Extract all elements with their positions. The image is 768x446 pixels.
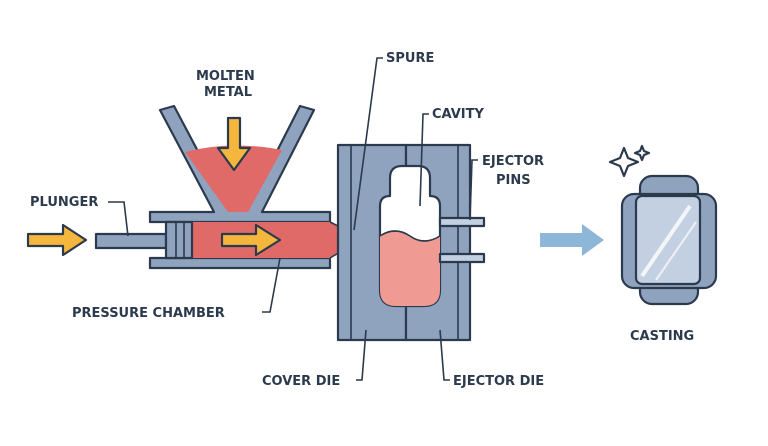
- ejector-die-label: EJECTOR DIE: [453, 374, 544, 389]
- casting-label: CASTING: [630, 329, 694, 344]
- sparkle-icon: [608, 146, 640, 178]
- output-arrow-icon: [540, 224, 604, 256]
- cavity-label: CAVITY: [432, 107, 484, 122]
- ejector-pin-upper: [438, 216, 486, 228]
- ejector-pins-label-line2: PINS: [496, 173, 531, 188]
- molten-metal-down-arrow-icon: [216, 116, 252, 172]
- pressure-chamber-label: PRESSURE CHAMBER: [72, 306, 225, 321]
- input-arrow-icon: [26, 223, 88, 257]
- pressure-chamber-bottom-wall: [148, 256, 332, 270]
- molten-metal-label-line1: MOLTEN: [196, 69, 255, 84]
- ejector-pin-lower: [438, 252, 486, 264]
- molten-metal-pool: [185, 145, 282, 212]
- cavity-molten-fill: [380, 231, 440, 306]
- plunger-label: PLUNGER: [30, 195, 98, 210]
- sparkle-small-icon: [633, 144, 651, 162]
- casting-part: [620, 174, 718, 306]
- chamber-flow-arrow-icon: [220, 223, 282, 257]
- spure-label: SPURE: [386, 51, 434, 66]
- ejector-pins-label-line1: EJECTOR: [482, 154, 544, 169]
- plunger-rod: [94, 232, 168, 250]
- cover-die-label: COVER DIE: [262, 374, 340, 389]
- molten-metal-label-line2: METAL: [204, 85, 252, 100]
- plunger-head: [164, 220, 194, 260]
